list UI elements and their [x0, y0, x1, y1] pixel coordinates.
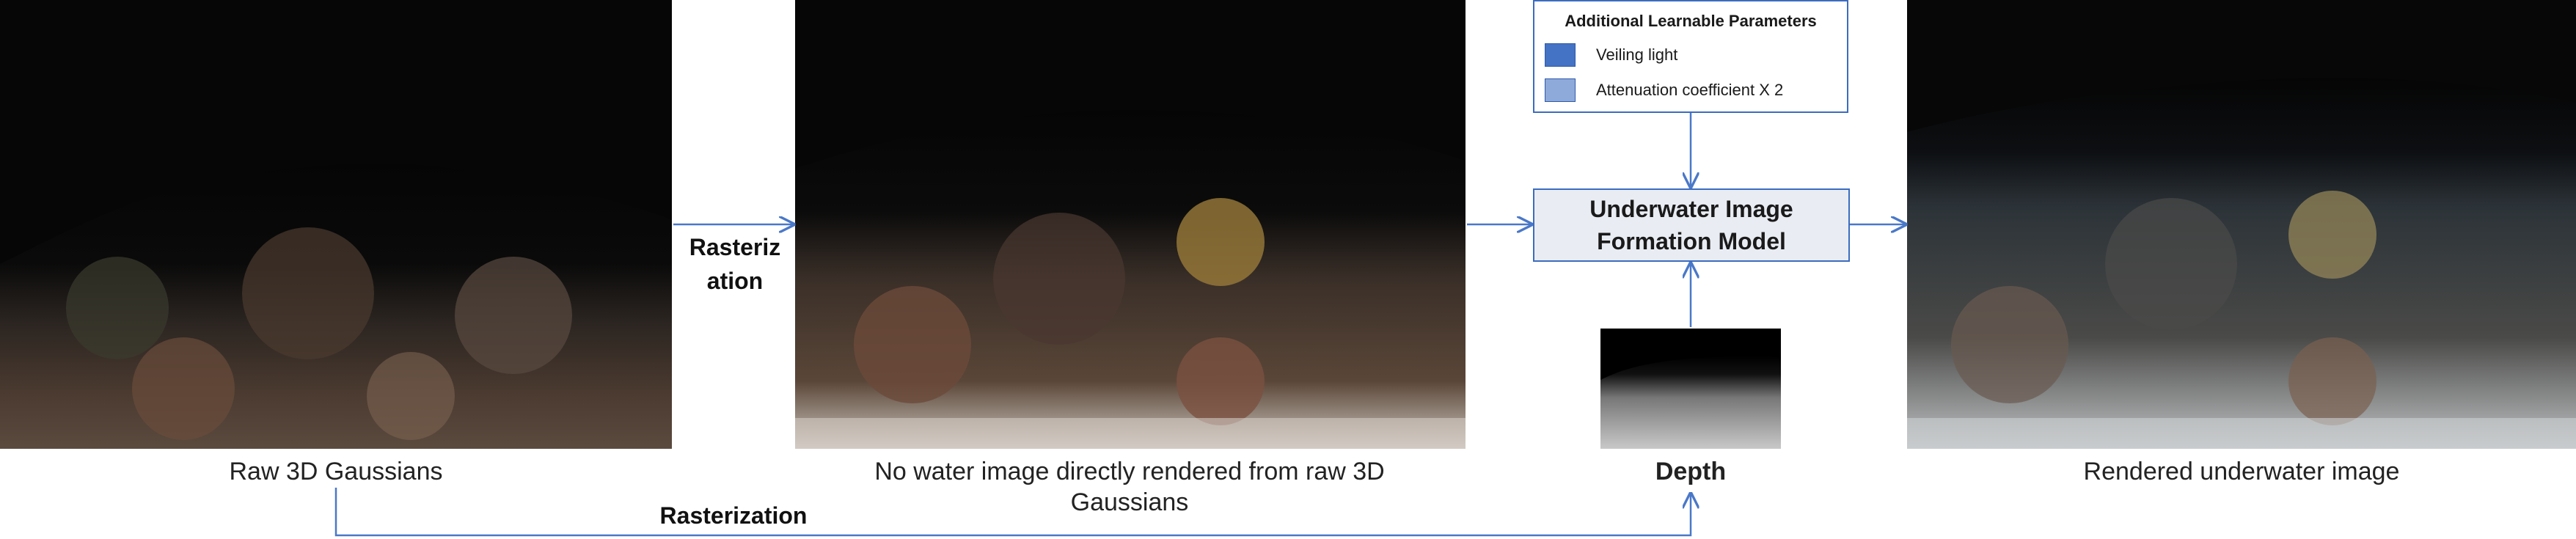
additional-learnable-parameters-box: Additional Learnable Parameters Veiling …	[1533, 0, 1848, 113]
caption-no-water: No water image directly rendered from ra…	[874, 458, 1385, 516]
legend-item-label: Attenuation coefficient X 2	[1596, 81, 1784, 99]
attenuation-swatch	[1545, 78, 1576, 102]
legend-item-veiling-light: Veiling light	[1545, 43, 1677, 67]
veiling-light-swatch	[1545, 43, 1576, 67]
depth-image	[1600, 329, 1781, 449]
no-water-image	[795, 0, 1466, 449]
rendered-underwater-image	[1907, 0, 2576, 449]
legend-title: Additional Learnable Parameters	[1565, 12, 1817, 30]
model-box-label: Underwater Image Formation Model	[1589, 196, 1793, 254]
raw-gaussians-image	[0, 0, 672, 449]
rasterization-label-bottom: Rasterization	[659, 502, 808, 529]
legend-item-attenuation: Attenuation coefficient X 2	[1545, 78, 1783, 103]
caption-raw-gaussians: Raw 3D Gaussians	[229, 458, 443, 485]
underwater-image-formation-model-box: Underwater Image Formation Model	[1533, 188, 1850, 262]
arrow-rasterization-to-depth	[334, 488, 1691, 537]
caption-rendered: Rendered underwater image	[2083, 458, 2400, 485]
rasterization-label-top: Rasteriz ation	[689, 234, 781, 294]
caption-depth: Depth	[1655, 458, 1727, 485]
legend-item-label: Veiling light	[1596, 45, 1678, 64]
